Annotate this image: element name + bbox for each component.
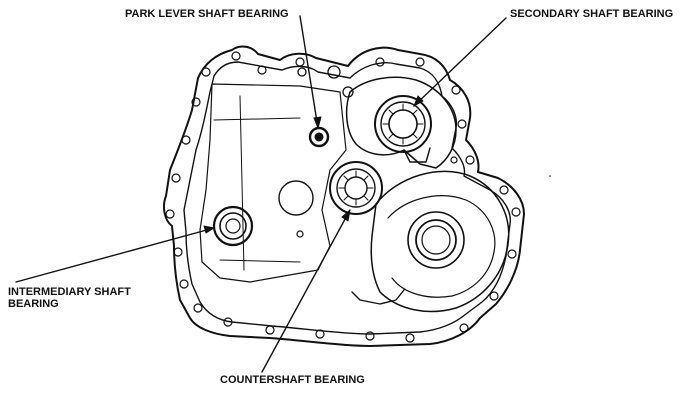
countershaft-bearing [329,161,383,215]
secondary-shaft-housing [345,76,457,169]
secondary-shaft-bearing-label: SECONDARY SHAFT BEARING [510,8,674,20]
countershaft-bearing-label: COUNTERSHAFT BEARING [220,374,365,386]
housing-outer-outline [163,45,525,347]
housing-boss-small [342,86,354,98]
differential-housing-inner [387,195,496,298]
leader-secondary-arrow [413,95,424,107]
intermediary-shaft-bearing-label-line2: BEARING [8,298,59,310]
flange-bolt-holes [165,51,521,343]
leader-countershaft-arrow [341,209,351,222]
differential-housing [370,170,510,313]
intermediary-shaft-bearing-label: INTERMEDIARY SHAFT BEARING [8,286,131,310]
housing-center-port [278,180,314,216]
leader-countershaft [261,209,351,373]
housing-boss-small [327,65,341,79]
park-lever-shaft-bearing [308,126,330,148]
dowel-pin [296,230,304,238]
stray-mark [549,175,551,177]
leader-park-lever [299,15,319,129]
leader-secondary [413,17,507,107]
intermediary-shaft-bearing [212,205,254,247]
intermediary-shaft-bearing-label-line1: INTERMEDIARY SHAFT [8,286,131,298]
interior-plate [199,83,347,283]
dowel-pin [450,156,458,164]
park-lever-shaft-bearing-label: PARK LEVER SHAFT BEARING [125,8,289,20]
housing-inner-flange [183,61,511,335]
leader-intermediary [15,227,215,283]
leader-intermediary-arrow [203,225,215,234]
housing-lower-notch [351,289,405,305]
secondary-shaft-bearing [374,95,432,163]
housing-boss-small [297,67,307,77]
differential-bearing [407,211,465,269]
leader-park-lever-arrow [313,116,322,129]
